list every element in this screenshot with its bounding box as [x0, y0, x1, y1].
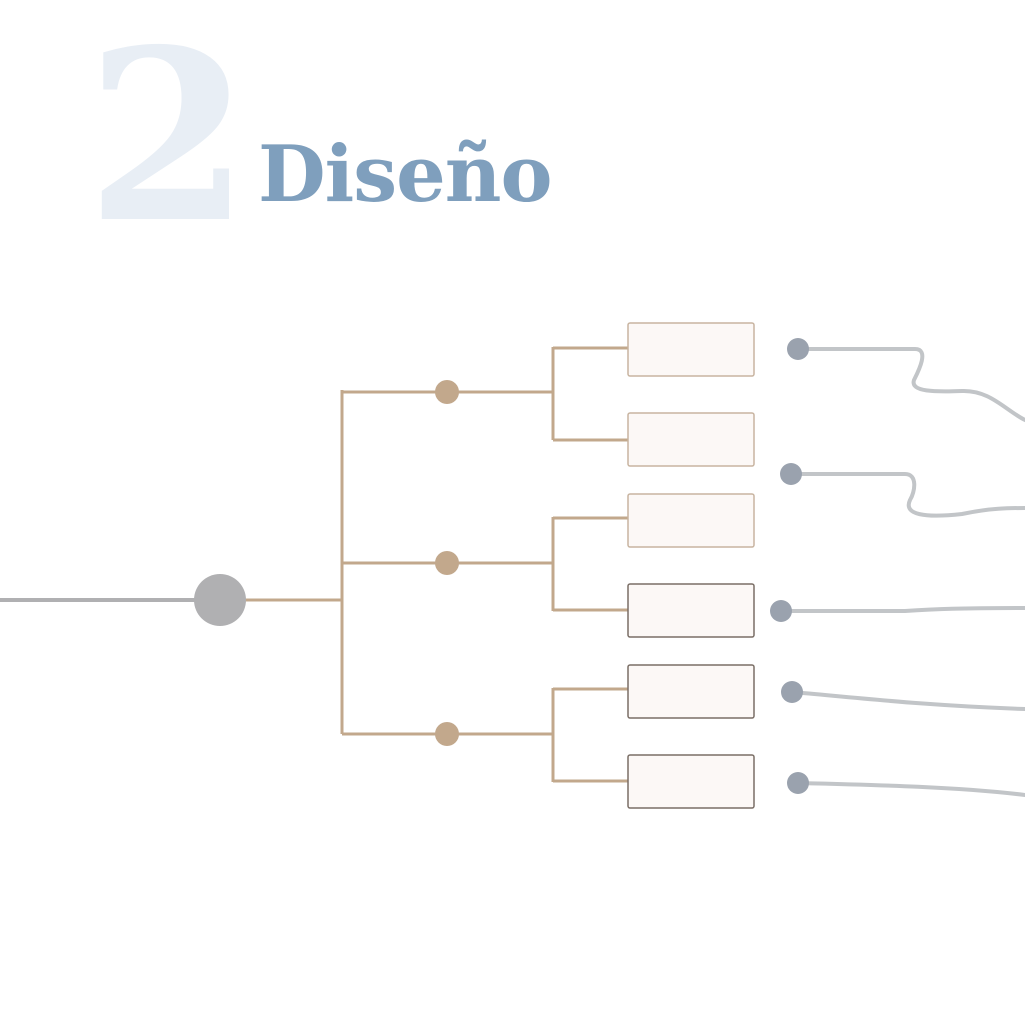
output-connectors — [779, 347, 1025, 797]
leaf-box-3 — [627, 493, 755, 548]
branch-group-1 — [342, 346, 628, 442]
group-3-node — [435, 722, 459, 746]
output-line-1 — [796, 347, 1025, 422]
branch-group-3 — [342, 687, 628, 783]
output-dot-5 — [787, 772, 809, 794]
output-line-5 — [796, 781, 1025, 797]
section-title: Diseño — [258, 129, 553, 220]
leaf-box-4 — [627, 583, 755, 638]
leaf-box-2 — [627, 412, 755, 467]
output-line-4 — [790, 690, 1025, 711]
branch-group-2 — [342, 516, 628, 612]
group-2-node — [435, 551, 459, 575]
output-dot-1 — [787, 338, 809, 360]
leaf-box-6 — [627, 754, 755, 809]
leaf-box-5 — [627, 664, 755, 719]
step-number: 2 — [86, 0, 250, 275]
output-dot-3 — [770, 600, 792, 622]
output-dot-4 — [781, 681, 803, 703]
group-1-node — [435, 380, 459, 404]
output-line-2 — [789, 472, 1025, 518]
output-dot-2 — [780, 463, 802, 485]
leaf-box-1 — [627, 322, 755, 377]
header: 2 Diseño — [0, 0, 1025, 260]
root-node — [194, 574, 246, 626]
output-line-3 — [779, 606, 1025, 613]
